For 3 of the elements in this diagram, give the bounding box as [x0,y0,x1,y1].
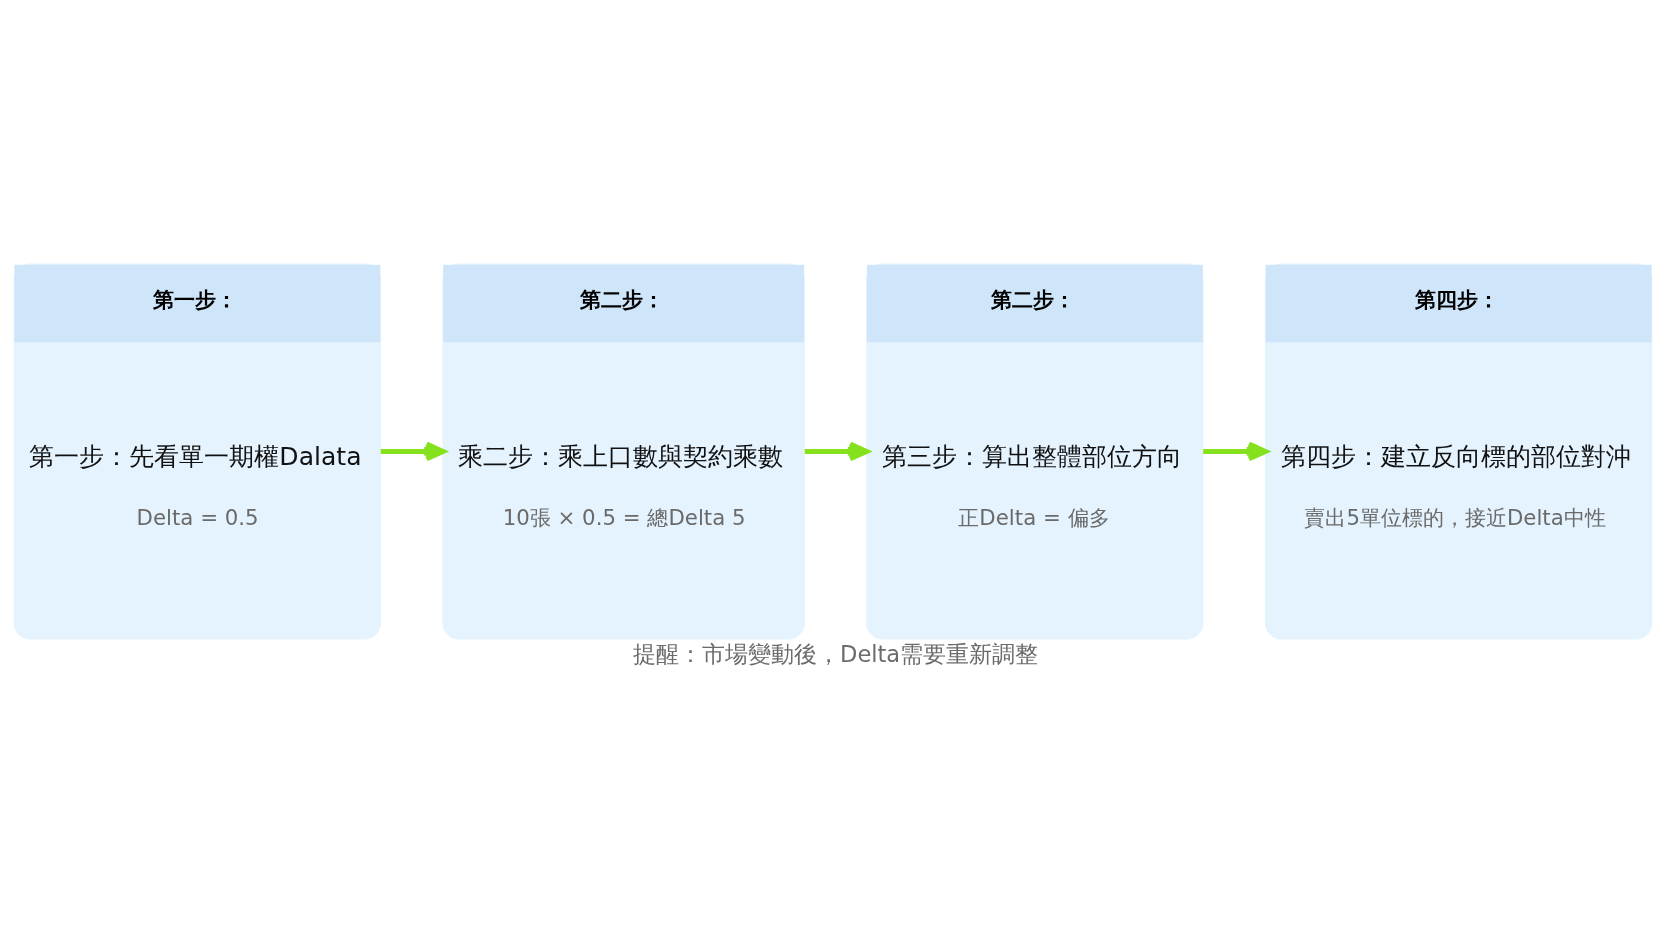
arrow [804,441,870,461]
arrow [380,441,446,461]
caption: 提醒：市場變動後，Delta需要重新調整 [633,640,1039,667]
